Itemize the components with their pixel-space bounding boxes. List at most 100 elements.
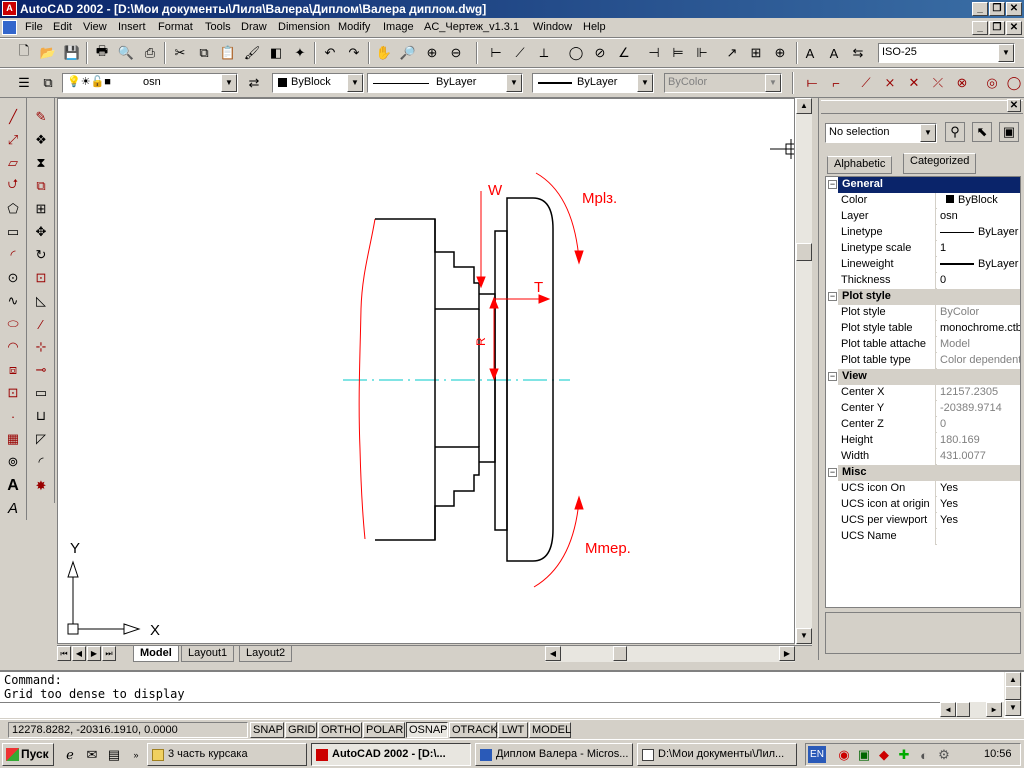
mtext-icon[interactable]: A	[7, 477, 19, 494]
menu-draw[interactable]: Draw	[241, 21, 267, 33]
scroll-up-icon[interactable]: ▲	[796, 98, 812, 114]
cmd-scroll-left-icon[interactable]: ◀	[940, 702, 956, 717]
menu-edit[interactable]: Edit	[53, 21, 72, 33]
toggle-pickadd-icon[interactable]: ⚲	[945, 122, 965, 142]
ortho-toggle[interactable]: ORTHO	[318, 722, 362, 738]
property-row[interactable]: Center Y-20389.9714	[838, 401, 1020, 417]
scroll-down-icon[interactable]: ▼	[796, 628, 812, 644]
text-icon[interactable]: A	[7, 499, 18, 517]
ellipse-icon[interactable]: ⬭	[7, 316, 19, 331]
property-value[interactable]: Yes	[937, 497, 1020, 513]
chevron-down-icon[interactable]: ▼	[506, 74, 522, 92]
next-tab-icon[interactable]: ▶	[87, 646, 101, 661]
snap-intersection-icon[interactable]: ⟋	[861, 75, 871, 90]
snap-midpoint-icon[interactable]: ⌐	[832, 75, 840, 91]
osnap-toggle[interactable]: OSNAP	[406, 722, 448, 738]
language-indicator[interactable]: EN	[808, 746, 826, 763]
dim-text-edit-icon[interactable]: A	[829, 45, 839, 61]
cmd-hscroll-thumb[interactable]	[956, 702, 970, 717]
mirror-icon[interactable]: ⧗	[36, 155, 46, 170]
property-value[interactable]: 180.169	[937, 433, 1020, 449]
property-value[interactable]: 431.0077	[937, 449, 1020, 465]
property-value[interactable]: osn	[937, 209, 1020, 225]
snap-apparent-icon[interactable]: ⨯	[884, 75, 896, 90]
desktop-icon[interactable]: ▤	[107, 747, 121, 762]
property-value[interactable]: monochrome.ctb	[937, 321, 1020, 337]
color-dropdown[interactable]: ByBlock ▼	[272, 73, 364, 93]
autocad-app-icon[interactable]: A	[2, 1, 17, 16]
construction-line-icon[interactable]: ⤢	[7, 132, 19, 147]
network-icon[interactable]: ▣	[857, 747, 871, 762]
dim-aligned-icon[interactable]: ⟋	[515, 45, 525, 60]
property-value[interactable]: ByLayer	[937, 257, 1020, 273]
dim-angular-icon[interactable]: ∠	[618, 45, 630, 60]
point-icon[interactable]: ·	[10, 408, 16, 424]
taskbar-autocad-button[interactable]: AutoCAD 2002 - [D:\...	[311, 743, 471, 766]
trim-icon[interactable]: ⊹	[35, 339, 47, 354]
pan-icon[interactable]: ✋	[375, 45, 393, 60]
property-value[interactable]: Model	[937, 337, 1020, 353]
tab-alphabetic[interactable]: Alphabetic	[827, 156, 893, 174]
dim-continue-icon[interactable]: ⊩	[696, 45, 708, 60]
save-icon[interactable]: 💾	[63, 45, 81, 60]
print-icon[interactable]: 🖶	[95, 43, 109, 58]
dim-baseline-icon[interactable]: ⊨	[672, 45, 684, 60]
tab-model[interactable]: Model	[133, 646, 179, 662]
property-value[interactable]: 12157.2305	[937, 385, 1020, 401]
collapse-category-icon[interactable]: −	[828, 179, 837, 189]
palette-close-icon[interactable]: ✕	[1007, 99, 1021, 112]
insert-block-icon[interactable]: ⧈	[8, 362, 18, 377]
undo-icon[interactable]: ↶	[324, 45, 336, 60]
menu-view[interactable]: View	[83, 21, 107, 33]
circle-icon[interactable]: ⊙	[7, 270, 19, 285]
property-value[interactable]: Yes	[937, 513, 1020, 529]
quick-dim-icon[interactable]: ⊣	[648, 45, 660, 60]
copy-icon[interactable]: ⧉	[199, 45, 209, 60]
drawing-canvas[interactable]: W T R Mрlз. Mmep. Y X	[57, 98, 795, 644]
outlook-icon[interactable]: ✉	[86, 747, 98, 762]
print-preview-icon[interactable]: 🔍	[117, 45, 135, 60]
property-value[interactable]: Yes	[937, 481, 1020, 497]
scroll-right-icon[interactable]: ▶	[779, 646, 795, 661]
menu-window[interactable]: Window	[533, 21, 573, 33]
command-hscroll[interactable]: ◀ ▶	[940, 702, 1004, 718]
minimize-button[interactable]: _	[972, 2, 988, 16]
doc-restore-button[interactable]: ❐	[989, 21, 1005, 35]
cmd-scroll-down-icon[interactable]: ▼	[1005, 700, 1021, 716]
taskbar-explorer-button[interactable]: D:\Мои документы\Лил...	[637, 743, 797, 766]
tolerance-icon[interactable]: ⊞	[750, 45, 762, 60]
property-value[interactable]: ByLayer	[937, 225, 1020, 241]
close-button[interactable]: ✕	[1006, 2, 1022, 16]
ie-icon[interactable]: ℯ	[66, 747, 74, 762]
redo-icon[interactable]: ↷	[348, 45, 360, 60]
array-icon[interactable]: ⊞	[35, 201, 47, 216]
snap-circle-icon[interactable]: ◎	[986, 75, 998, 90]
command-vscroll[interactable]: ▲ ▼	[1004, 672, 1022, 716]
design-center-icon[interactable]: ✦	[294, 45, 306, 60]
last-tab-icon[interactable]: ⏭	[102, 646, 116, 661]
antivirus-icon[interactable]: ◉	[838, 747, 850, 762]
menu-tools[interactable]: Tools	[205, 21, 231, 33]
command-input[interactable]	[0, 702, 1004, 718]
make-block-icon[interactable]: ⊡	[7, 385, 19, 400]
tab-layout1[interactable]: Layout1	[181, 646, 235, 662]
move-icon[interactable]: ✥	[35, 224, 47, 239]
property-value[interactable]: ByColor	[937, 305, 1020, 321]
quick-select-icon[interactable]: ▣	[999, 122, 1019, 142]
spline-icon[interactable]: ∿	[7, 293, 19, 308]
open-icon[interactable]: 📂	[39, 45, 57, 60]
layer-manager-icon[interactable]: ☰	[18, 75, 30, 90]
vertical-scrollbar[interactable]: ▲ ▼	[795, 98, 812, 645]
property-value[interactable]: Color dependent	[937, 353, 1020, 369]
grid-toggle[interactable]: GRID	[285, 722, 317, 738]
leader-icon[interactable]: ↗	[726, 45, 738, 60]
power-icon[interactable]: ⚙	[938, 747, 950, 762]
match-properties-icon[interactable]: 🖌	[243, 45, 261, 60]
snap-quadrant-icon[interactable]: ⊗	[956, 75, 968, 90]
cmd-scroll-up-icon[interactable]: ▲	[1005, 672, 1021, 688]
